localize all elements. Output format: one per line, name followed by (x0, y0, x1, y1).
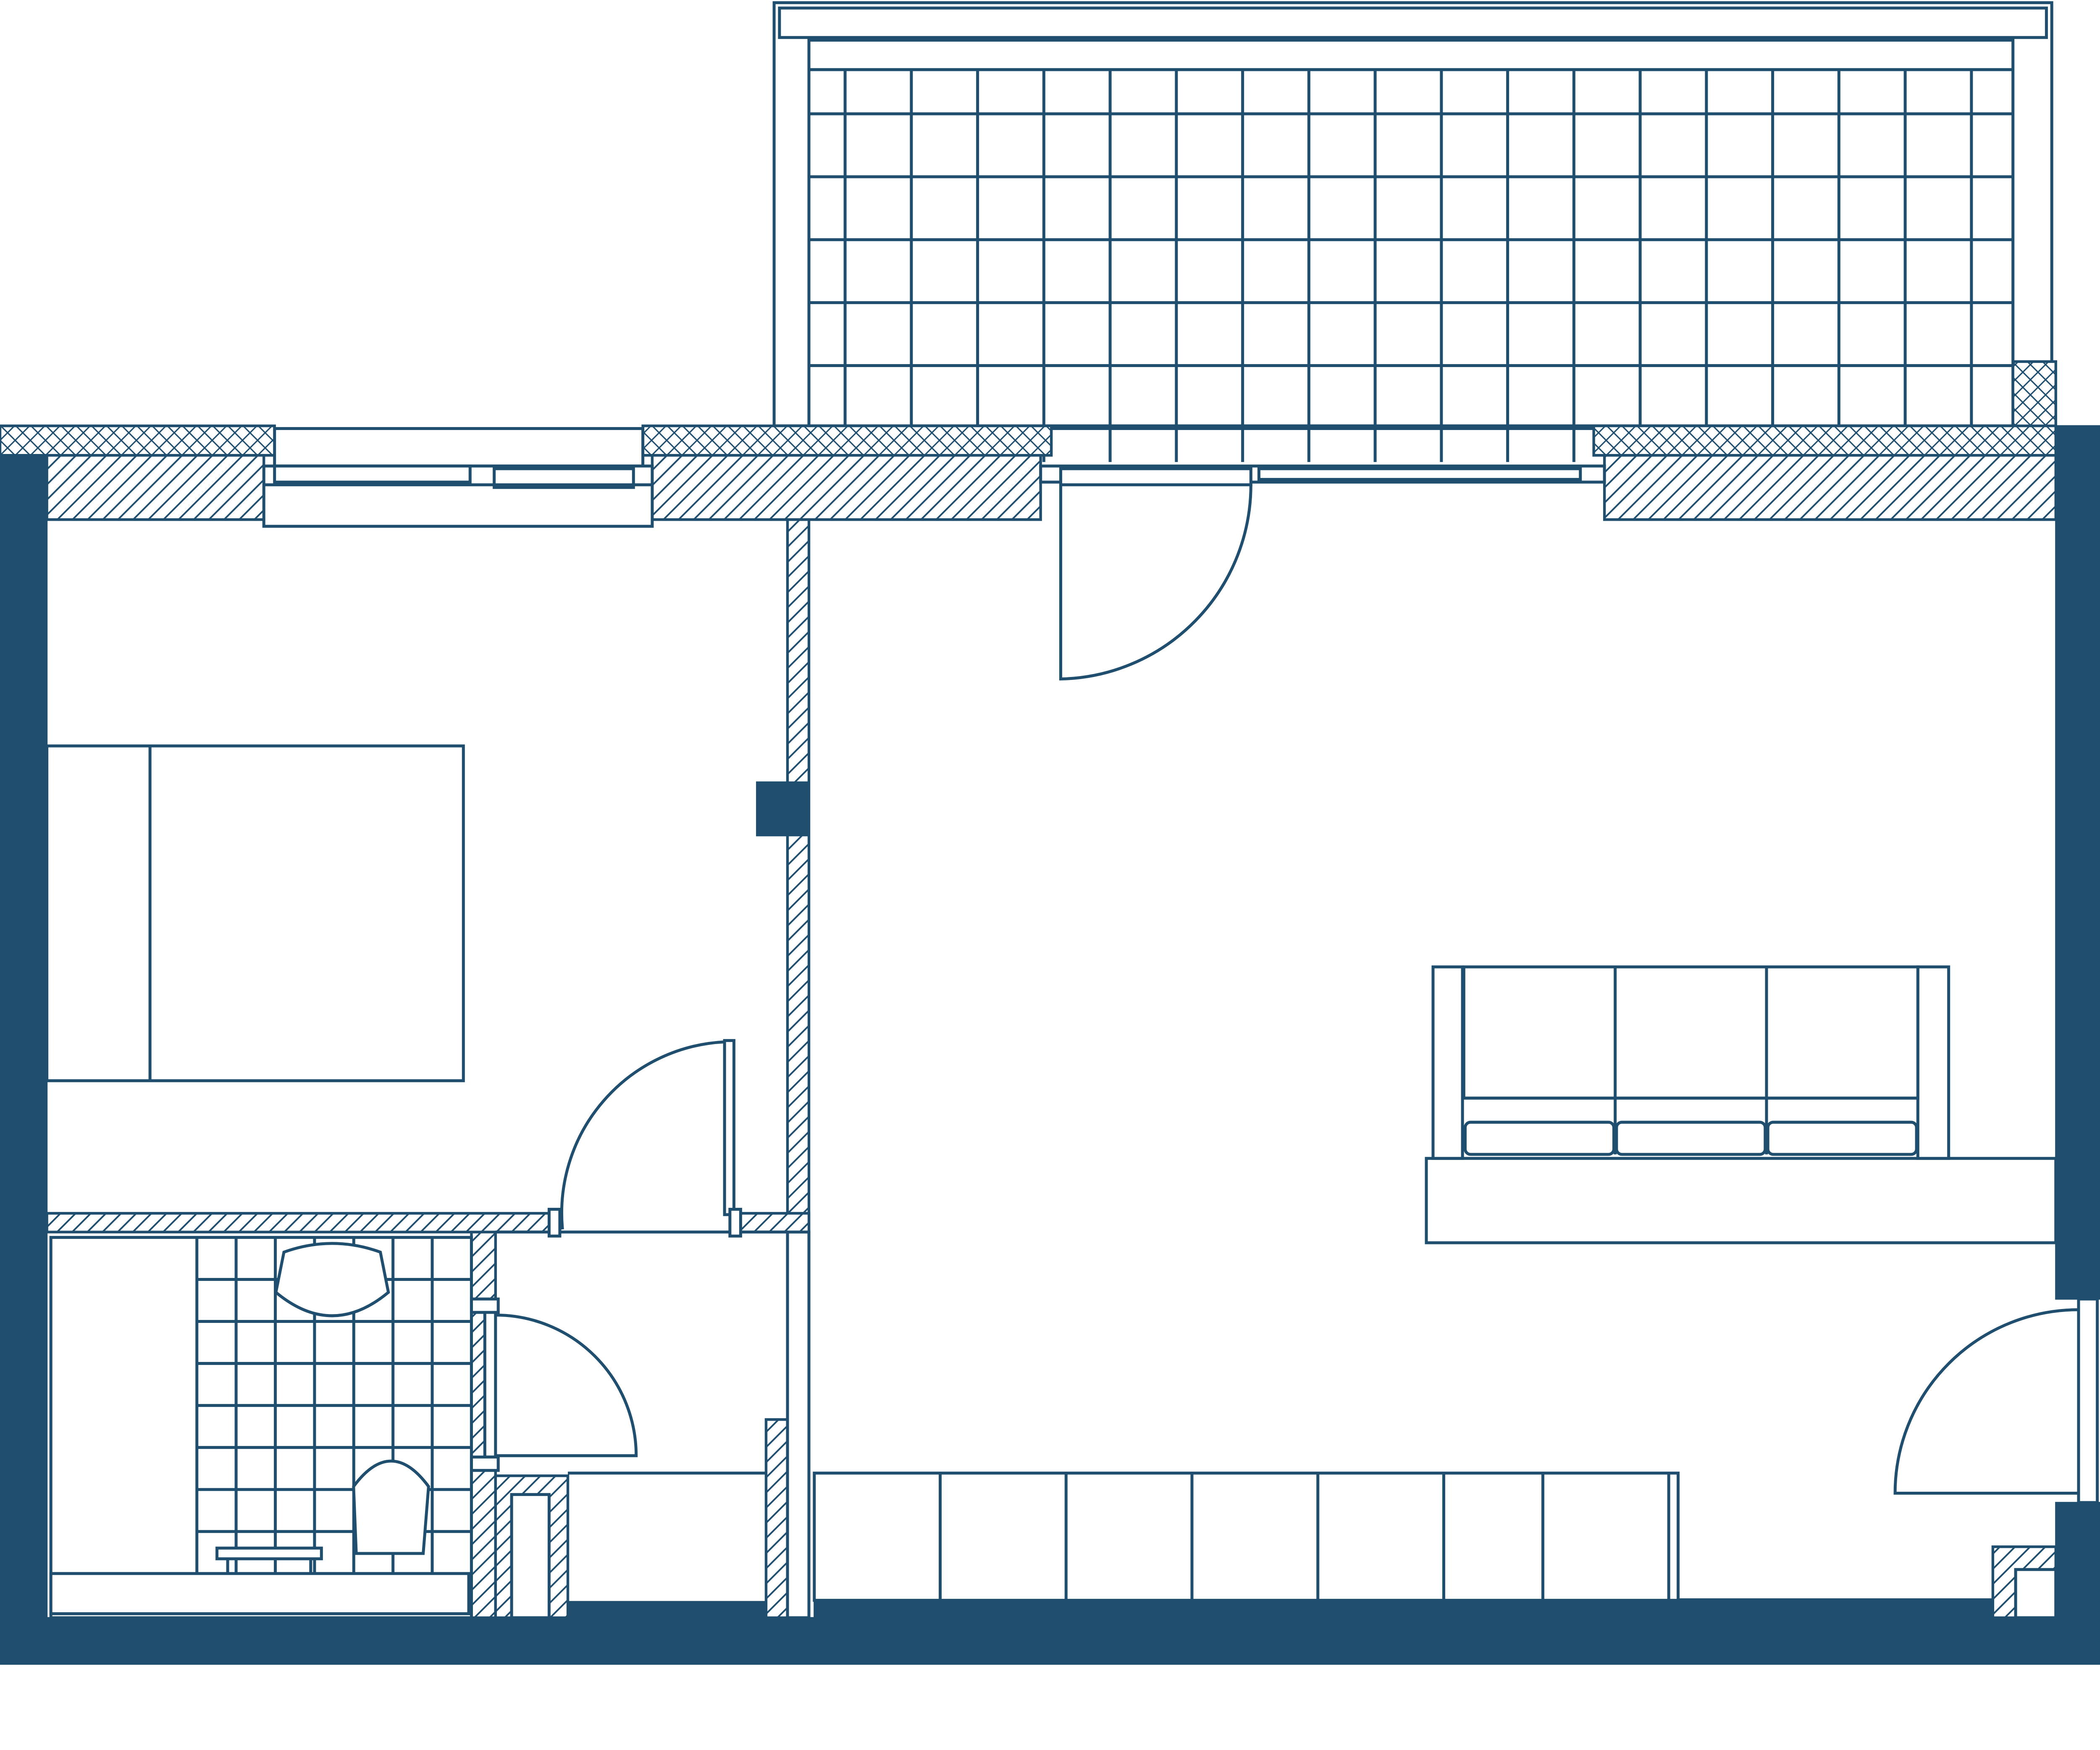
balcony (772, 1, 2057, 462)
bed (45, 744, 465, 1082)
sofa (1425, 965, 2058, 1244)
bath-step (215, 1546, 323, 1561)
exterior-walls (0, 425, 2100, 1665)
bathroom (49, 1236, 473, 1619)
bathroom-door[interactable] (470, 1297, 638, 1472)
floor-plan (0, 1, 2100, 1665)
bedroom-door[interactable] (547, 1039, 742, 1238)
top-wall (0, 424, 2057, 521)
bedroom-window (262, 427, 654, 528)
balcony-tile-grid (809, 68, 2013, 462)
toilet (352, 1459, 430, 1555)
entrance-door[interactable] (1893, 1297, 2099, 1504)
sink (274, 1242, 390, 1317)
interior-walls (45, 518, 2058, 1619)
cabinet-row (813, 1472, 1680, 1602)
balcony-door[interactable] (1039, 464, 1606, 681)
